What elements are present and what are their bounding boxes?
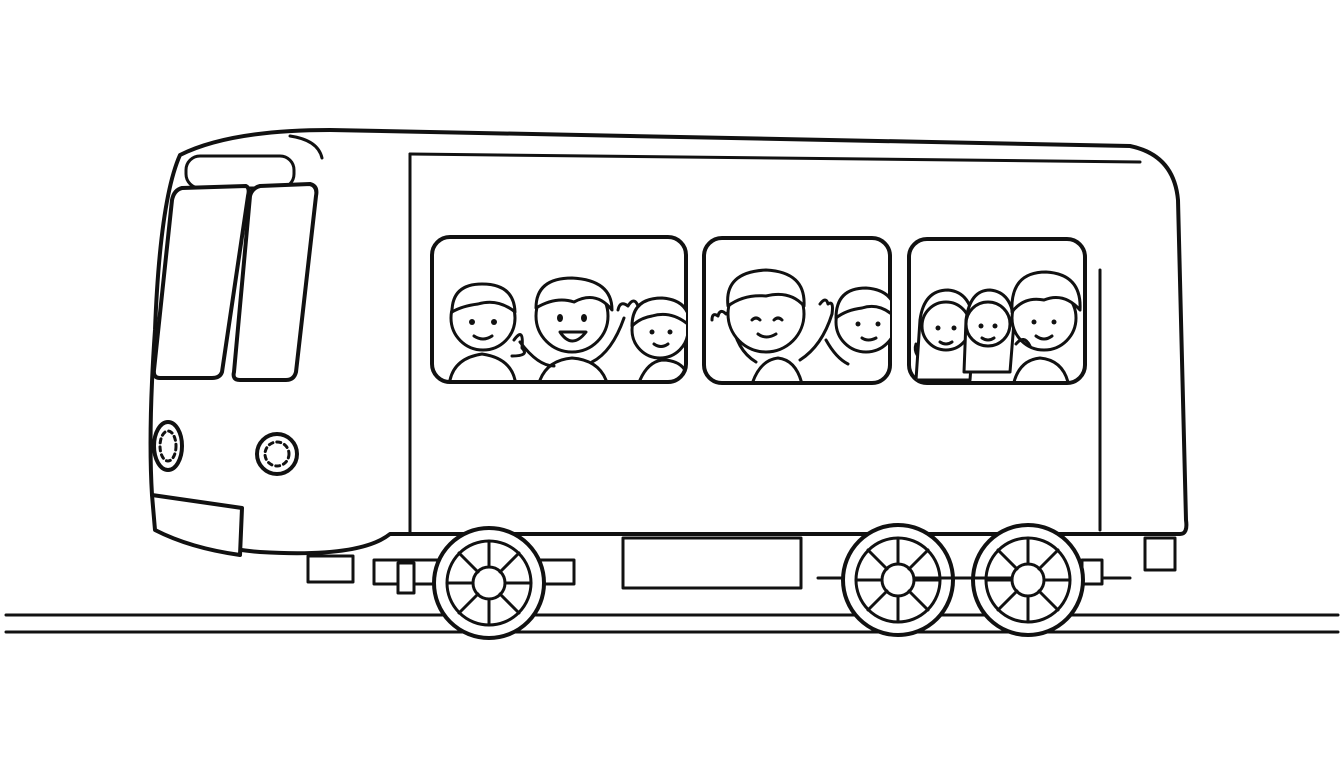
side-window-1: [430, 235, 688, 384]
destination-sign: [184, 154, 296, 190]
railway-track: [4, 613, 1340, 634]
wheel-front: [432, 526, 546, 640]
wheel-rear: [971, 523, 1085, 637]
passenger-boy-1: [448, 282, 526, 382]
front-window-right: [231, 182, 319, 382]
passenger-boy-3: [710, 268, 834, 383]
front-window-left: [151, 184, 251, 380]
side-window-3: [907, 237, 1087, 385]
headlight-left: [152, 420, 184, 472]
passenger-boy-5: [1010, 270, 1082, 383]
front-windows: [151, 182, 319, 382]
headlight-right: [255, 432, 299, 476]
passenger-girl-3: [962, 288, 1016, 374]
passenger-girl-1: [616, 296, 686, 382]
passenger-girl-2: [913, 288, 976, 382]
side-window-2: [702, 236, 892, 385]
passenger-boy-2: [518, 276, 626, 382]
wheel-middle: [841, 523, 955, 637]
passenger-boy-4: [824, 286, 890, 366]
